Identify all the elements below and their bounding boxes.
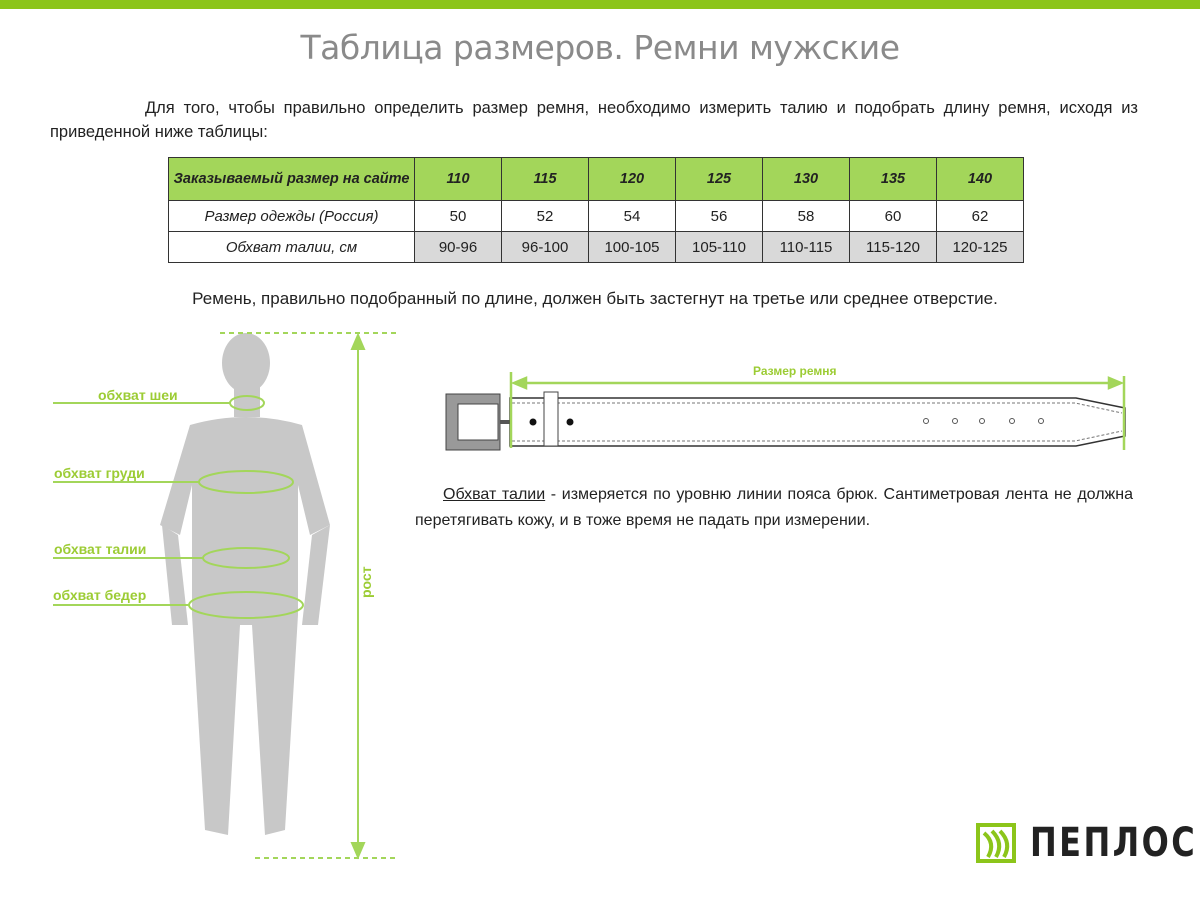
table-cell: 90-96 [414,231,502,263]
table-cell: 110-115 [762,231,850,263]
header-cell: 115 [501,157,589,201]
hips-label: обхват бедер [53,587,147,603]
belt-size-label: Размер ремня [753,364,837,378]
table-cell: 60 [849,200,937,232]
header-cell: 110 [414,157,502,201]
brand-logo: ПЕПЛОС [976,820,1200,866]
person-figure [53,332,396,860]
table-cell: 50 [414,200,502,232]
height-label: рост [358,566,374,598]
waist-term: Обхват талии [443,486,546,503]
waist-text: - измеряется по уровню линии пояса брюк.… [415,486,1133,529]
chest-label: обхват груди [54,465,145,481]
neck-label: обхват шеи [98,387,178,403]
table-header-row: Заказываемый размер на сайте 110 115 120… [168,157,1024,201]
table-cell: 96-100 [501,231,589,263]
header-cell: 125 [675,157,763,201]
header-label: Заказываемый размер на сайте [168,157,415,201]
row-label: Размер одежды (Россия) [168,200,415,232]
table-cell: 62 [936,200,1024,232]
table-cell: 100-105 [588,231,676,263]
logo-leaf-icon [976,823,1016,863]
table-cell: 52 [501,200,589,232]
table-cell: 58 [762,200,850,232]
waist-label: обхват талии [54,541,147,557]
row-label: Обхват талии, см [168,231,415,263]
belt-diagram [445,372,1126,451]
intro-text: Для того, чтобы правильно определить раз… [50,99,1138,141]
table-row: Обхват талии, см 90-96 96-100 100-105 10… [168,231,1024,263]
table-cell: 105-110 [675,231,763,263]
person-silhouette [160,333,330,835]
header-cell: 130 [762,157,850,201]
header-cell: 140 [936,157,1024,201]
table-row: Размер одежды (Россия) 50 52 54 56 58 60… [168,200,1024,232]
table-cell: 120-125 [936,231,1024,263]
fit-note: Ремень, правильно подобранный по длине, … [192,289,998,308]
page-title: Таблица размеров. Ремни мужские [300,28,900,67]
belt-loop [543,391,559,447]
waist-description: Обхват талии - измеряется по уровню лини… [415,482,1133,534]
logo-text: ПЕПЛОС [1030,820,1198,866]
table-cell: 115-120 [849,231,937,263]
top-accent-bar [0,0,1200,9]
size-table: Заказываемый размер на сайте 110 115 120… [168,157,1024,263]
table-cell: 54 [588,200,676,232]
table-cell: 56 [675,200,763,232]
header-cell: 135 [849,157,937,201]
header-cell: 120 [588,157,676,201]
